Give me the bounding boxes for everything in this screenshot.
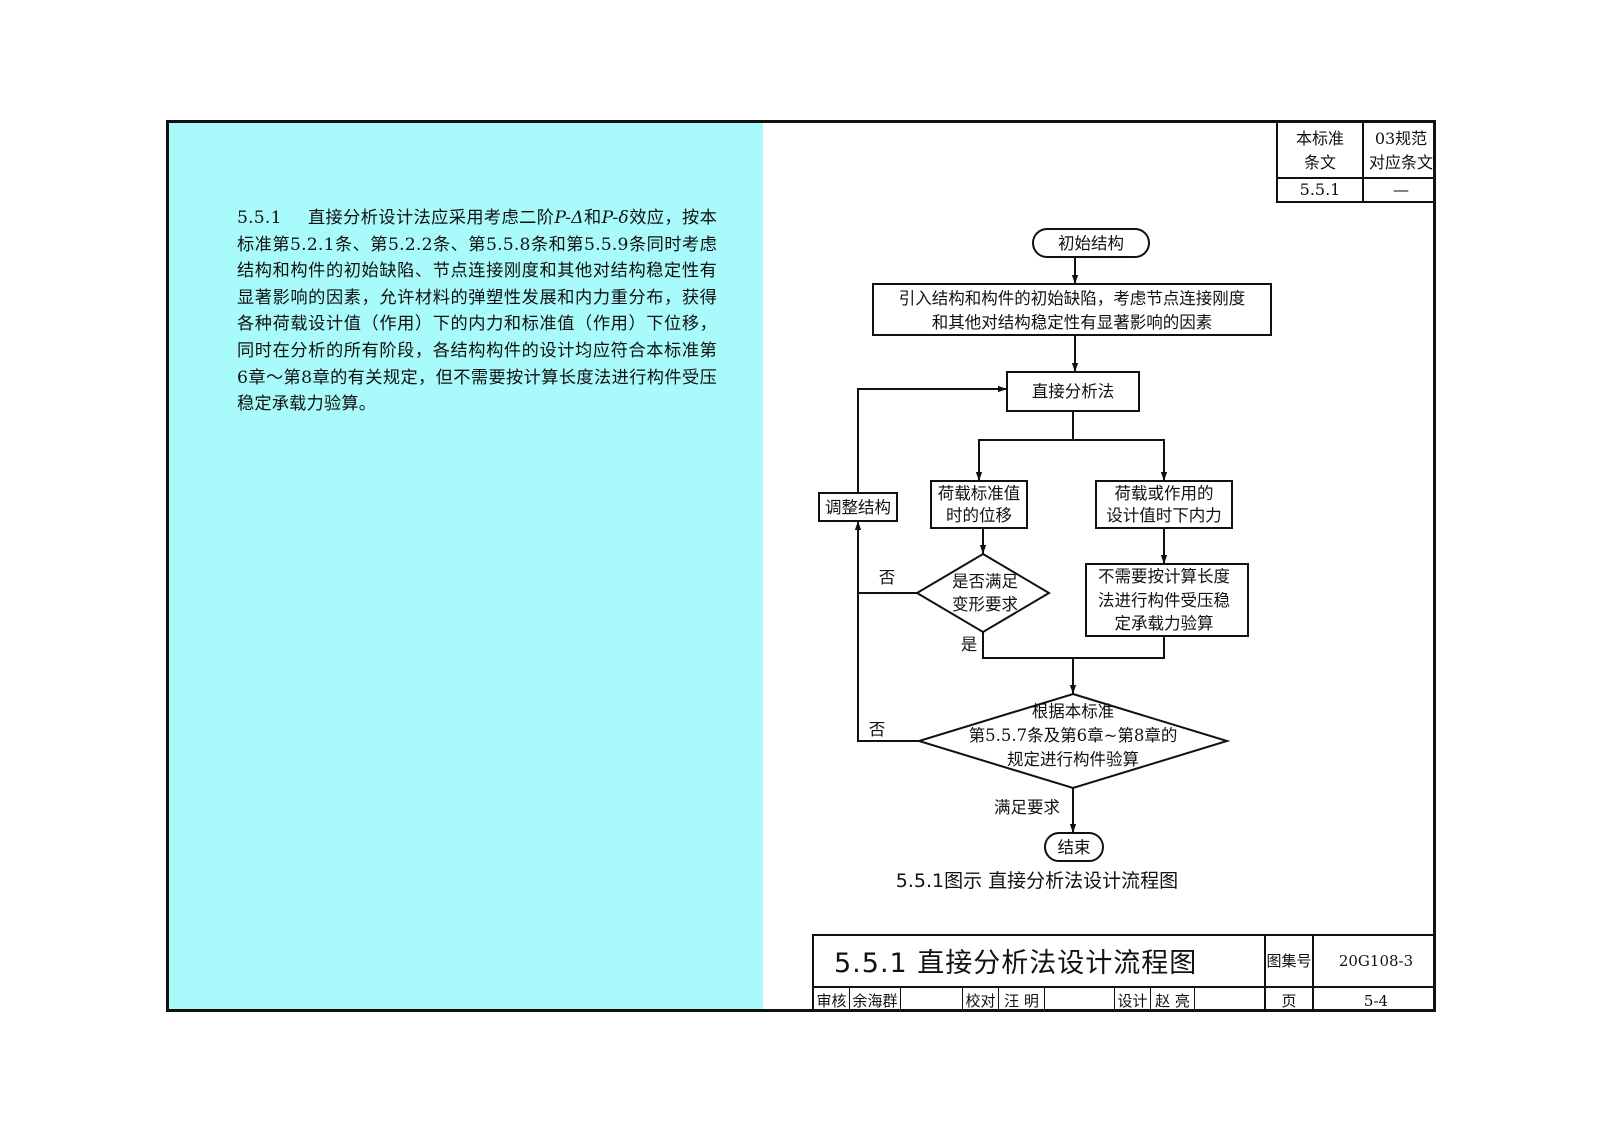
displacement-label-2: 时的位移 bbox=[946, 506, 1012, 525]
atlas-number: 20G108-3 bbox=[1338, 952, 1414, 970]
member-check-label-2: 第5.5.7条及第6章~第8章的 bbox=[969, 726, 1178, 745]
title-divider bbox=[1044, 988, 1045, 1012]
p-delta-symbol: P-Δ bbox=[554, 208, 584, 228]
start-label: 初始结构 bbox=[1058, 234, 1124, 253]
header-line: 本标准 bbox=[1295, 129, 1344, 148]
03-code-clause: — bbox=[1393, 180, 1409, 199]
review-name: 余海群 bbox=[852, 992, 898, 1010]
header-this-standard: 本标准 条文 bbox=[1278, 125, 1362, 177]
title-divider bbox=[998, 988, 999, 1012]
proof-label: 校对 bbox=[965, 992, 996, 1010]
end-label: 结束 bbox=[1058, 838, 1091, 857]
imperfections-label-1: 引入结构和构件的初始缺陷，考虑节点连接刚度 bbox=[899, 289, 1246, 308]
title-divider bbox=[849, 988, 850, 1012]
internal-force-label-2: 设计值时下内力 bbox=[1106, 506, 1222, 525]
design-label: 设计 bbox=[1117, 992, 1148, 1010]
clause-text: 5.5.1 直接分析设计法应采用考虑二阶P-Δ和P-δ效应，按本标准第5.2.1条… bbox=[237, 205, 717, 418]
proof-name: 汪 明 bbox=[1004, 992, 1039, 1010]
clause-text-part: 直接分析设计法应采用考虑二阶 bbox=[307, 208, 555, 228]
this-standard-clause: 5.5.1 bbox=[1299, 180, 1341, 199]
review-label: 审核 bbox=[816, 992, 847, 1010]
title-divider bbox=[814, 986, 1436, 988]
imperfections-label-2: 和其他对结构稳定性有显著影响的因素 bbox=[932, 313, 1213, 332]
arrow-to-displacement bbox=[975, 411, 1074, 481]
no-label-member: 否 bbox=[869, 720, 886, 739]
title-divider bbox=[1194, 988, 1195, 1012]
method-label: 直接分析法 bbox=[1032, 382, 1115, 401]
member-check-label-1: 根据本标准 bbox=[1032, 702, 1115, 721]
no-length-label-1: 不需要按计算长度 bbox=[1098, 567, 1230, 586]
header-03-code: 03规范 对应条文 bbox=[1364, 125, 1438, 177]
flowchart: 初始结构 引入结构和构件的初始缺陷，考虑节点连接刚度 和其他对结构稳定性有显著影… bbox=[818, 228, 1272, 862]
adjust-label: 调整结构 bbox=[825, 498, 891, 517]
title-divider bbox=[1264, 936, 1266, 1012]
member-check-label-3: 规定进行构件验算 bbox=[1007, 750, 1139, 769]
page-label: 页 bbox=[1281, 992, 1297, 1010]
title-block: 5.5.1 直接分析法设计流程图 图集号 20G108-3 审核 余海群 校对 … bbox=[812, 934, 1436, 1012]
clause-number: 5.5.1 bbox=[237, 208, 282, 228]
reference-table: 本标准 条文 03规范 对应条文 5.5.1 — bbox=[1276, 123, 1436, 203]
clause-text-rest: 效应，按本标准第5.2.1条、第5.2.2条、第5.5.8条和第5.5.9条同时… bbox=[237, 208, 717, 415]
p-small-delta-symbol: P-δ bbox=[601, 208, 629, 228]
header-line: 03规范 bbox=[1374, 129, 1428, 148]
clause-panel: 5.5.1 直接分析设计法应采用考虑二阶P-Δ和P-δ效应，按本标准第5.2.1条… bbox=[169, 123, 763, 1009]
imperfections-box bbox=[872, 283, 1272, 336]
start-node bbox=[1032, 228, 1150, 258]
deform-check-label-2: 变形要求 bbox=[952, 595, 1018, 614]
header-line: 条文 bbox=[1303, 153, 1336, 172]
method-box bbox=[1006, 371, 1140, 412]
displacement-box bbox=[930, 480, 1028, 529]
figure-caption: 5.5.1图示 直接分析法设计流程图 bbox=[895, 870, 1179, 892]
header-line: 对应条文 bbox=[1368, 153, 1433, 172]
satisfy-label: 满足要求 bbox=[994, 798, 1060, 817]
design-name: 赵 亮 bbox=[1155, 992, 1190, 1010]
arrow-adjust-to-method bbox=[857, 385, 1007, 493]
no-length-method-box bbox=[1085, 563, 1249, 637]
table-divider bbox=[1278, 177, 1436, 179]
drawing-sheet: 5.5.1 直接分析设计法应采用考虑二阶P-Δ和P-δ效应，按本标准第5.2.1条… bbox=[166, 120, 1436, 1012]
title-divider bbox=[962, 988, 963, 1012]
no-path-member-check bbox=[857, 593, 919, 742]
table-divider bbox=[1362, 123, 1364, 201]
deform-check-label-1: 是否满足 bbox=[952, 572, 1018, 591]
title-divider bbox=[1312, 936, 1314, 1012]
yes-label: 是 bbox=[961, 635, 978, 654]
deform-check-diamond bbox=[915, 552, 1051, 634]
page-number: 5-4 bbox=[1363, 992, 1389, 1010]
displacement-label-1: 荷载标准值 bbox=[938, 484, 1021, 503]
atlas-label: 图集号 bbox=[1266, 952, 1312, 970]
drawing-title: 5.5.1 直接分析法设计流程图 bbox=[834, 948, 1198, 979]
no-length-label-3: 定承载力验算 bbox=[1115, 614, 1214, 633]
arrow-to-internal-force bbox=[1073, 439, 1168, 481]
no-length-label-2: 法进行构件受压稳 bbox=[1098, 591, 1230, 610]
no-label-deform: 否 bbox=[879, 568, 896, 587]
title-divider bbox=[1114, 988, 1115, 1012]
title-divider bbox=[900, 988, 901, 1012]
title-divider bbox=[1150, 988, 1151, 1012]
clause-connector: 和 bbox=[583, 208, 602, 228]
internal-force-label-1: 荷载或作用的 bbox=[1115, 484, 1214, 503]
